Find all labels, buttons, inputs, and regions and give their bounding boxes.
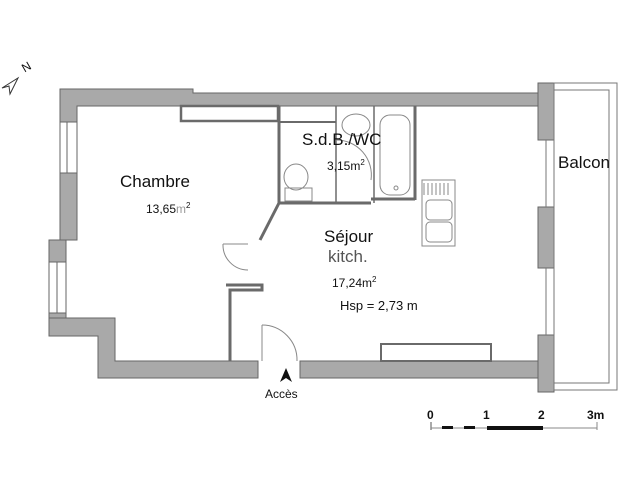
exterior-walls [48, 82, 555, 393]
north-arrow-icon [1, 76, 20, 96]
ceiling-height: Hsp = 2,73 m [340, 298, 418, 313]
balcony [545, 82, 618, 391]
scale-tick-2: 2 [538, 408, 545, 422]
room-name-sejour: Séjour [324, 227, 374, 246]
room-area-sejour: 17,24m2 [332, 275, 377, 290]
entrance-label: Accès [265, 387, 298, 401]
fixtures [222, 113, 456, 362]
room-area-chambre: 13,65m2 [146, 201, 191, 216]
scale-tick-3: 3m [587, 408, 605, 422]
scale-tick-0: 0 [427, 408, 434, 422]
room-name-chambre: Chambre [120, 172, 190, 191]
window-left [48, 121, 78, 314]
room-name-balcon: Balcon [558, 153, 610, 172]
room-area-sdb: 3,15m2 [327, 158, 365, 173]
room-name-kitchen: kitch. [328, 247, 368, 266]
scale-tick-1: 1 [483, 408, 490, 422]
entrance-arrow-icon [280, 368, 292, 382]
radiator [380, 343, 492, 362]
partitions [179, 104, 417, 361]
scale-bar [430, 422, 598, 430]
room-name-sdb: S.d.B./WC [302, 130, 382, 149]
